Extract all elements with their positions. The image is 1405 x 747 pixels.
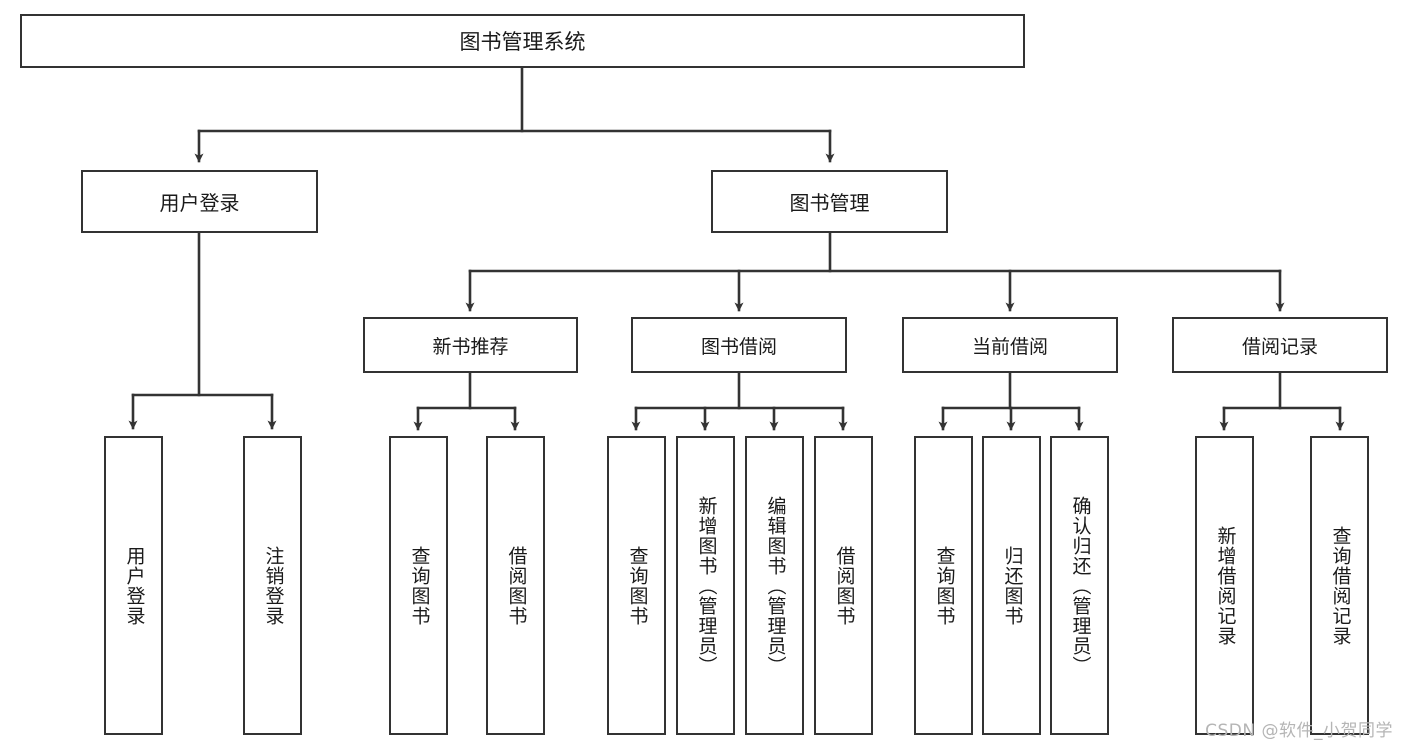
- node-root-label: 图书管理系统: [459, 30, 586, 54]
- leaf-edit-book-label: 编辑图书（管理员）: [764, 495, 787, 676]
- leaf-add-book[interactable]: 新增图书（管理员）: [676, 436, 735, 735]
- leaf-logout[interactable]: 注销登录: [243, 436, 302, 735]
- leaf-edit-book[interactable]: 编辑图书（管理员）: [745, 436, 804, 735]
- leaf-user-login[interactable]: 用户登录: [104, 436, 163, 735]
- leaf-return-book[interactable]: 归还图书: [982, 436, 1041, 735]
- leaf-query-book-2-label: 查询图书: [626, 545, 649, 626]
- leaf-confirm-return-label: 确认归还（管理员）: [1069, 495, 1092, 676]
- node-new-book-recommend-label: 新书推荐: [432, 335, 509, 358]
- node-root-book-management-system[interactable]: 图书管理系统: [20, 14, 1025, 68]
- leaf-logout-label: 注销登录: [262, 545, 285, 626]
- leaf-query-book-2[interactable]: 查询图书: [607, 436, 666, 735]
- leaf-query-record-label: 查询借阅记录: [1329, 525, 1352, 646]
- node-current-borrow-label: 当前借阅: [971, 335, 1048, 358]
- leaf-borrow-book-1-label: 借阅图书: [505, 545, 528, 626]
- leaf-borrow-book-2[interactable]: 借阅图书: [814, 436, 873, 735]
- node-current-borrow[interactable]: 当前借阅: [902, 317, 1118, 373]
- leaf-add-record-label: 新增借阅记录: [1214, 525, 1237, 646]
- leaf-query-book-3[interactable]: 查询图书: [914, 436, 973, 735]
- node-user-login-label: 用户登录: [159, 191, 240, 215]
- leaf-borrow-book-1[interactable]: 借阅图书: [486, 436, 545, 735]
- node-borrow-record[interactable]: 借阅记录: [1172, 317, 1388, 373]
- leaf-return-book-label: 归还图书: [1001, 545, 1024, 626]
- node-book-management-label: 图书管理: [789, 191, 870, 215]
- node-book-borrow[interactable]: 图书借阅: [631, 317, 847, 373]
- node-book-borrow-label: 图书借阅: [700, 335, 777, 358]
- leaf-confirm-return[interactable]: 确认归还（管理员）: [1050, 436, 1109, 735]
- leaf-query-book-3-label: 查询图书: [933, 545, 956, 626]
- leaf-query-book-1-label: 查询图书: [408, 545, 431, 626]
- leaf-add-record[interactable]: 新增借阅记录: [1195, 436, 1254, 735]
- node-new-book-recommend[interactable]: 新书推荐: [363, 317, 578, 373]
- leaf-query-book-1[interactable]: 查询图书: [389, 436, 448, 735]
- leaf-borrow-book-2-label: 借阅图书: [833, 545, 856, 626]
- leaf-query-record[interactable]: 查询借阅记录: [1310, 436, 1369, 735]
- node-user-login[interactable]: 用户登录: [81, 170, 318, 233]
- leaf-user-login-label: 用户登录: [123, 545, 146, 626]
- node-book-management[interactable]: 图书管理: [711, 170, 948, 233]
- node-borrow-record-label: 借阅记录: [1241, 335, 1318, 358]
- leaf-add-book-label: 新增图书（管理员）: [695, 495, 718, 676]
